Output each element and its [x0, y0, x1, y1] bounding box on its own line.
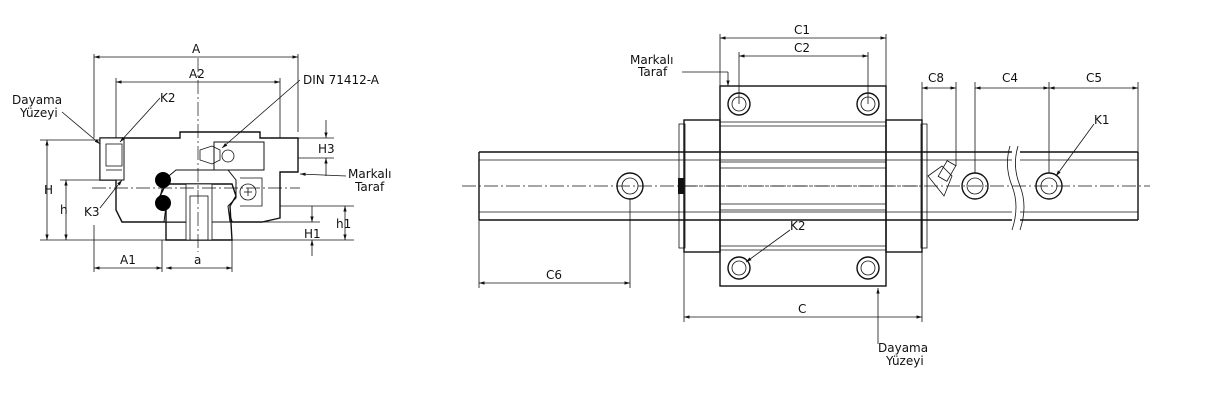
dim-C2-label: C2	[794, 41, 810, 55]
marked-side-line1: Markalı	[630, 53, 673, 67]
dim-C5-label: C5	[1086, 71, 1102, 85]
rail	[478, 145, 1139, 231]
din-standard-label: DIN 71412-A	[303, 73, 380, 87]
carriage-hole	[856, 256, 880, 280]
dim-h1-label: h1	[336, 217, 351, 231]
label-K1: K1	[1094, 113, 1110, 127]
reference-surface-line1: Dayama	[12, 93, 62, 107]
dim-h-label: h	[60, 203, 68, 217]
dim-C4-label: C4	[1002, 71, 1018, 85]
marked-side-line2: Taraf	[637, 65, 668, 79]
dim-A2-label: A2	[189, 67, 205, 81]
plan-view: C1 C2 Markalı Taraf C8 C4 C5 K1 K2	[462, 23, 1150, 368]
dim-C-label: C	[798, 302, 806, 316]
dim-H3-label: H3	[318, 142, 335, 156]
dim-a-label: a	[194, 253, 201, 267]
dim-H-label: H	[44, 183, 53, 197]
dim-C6-label: C6	[546, 268, 562, 282]
ball	[155, 195, 171, 211]
carriage-hole	[727, 256, 751, 280]
grease-nipple	[927, 160, 957, 197]
reference-surface-line2: Yüzeyi	[885, 354, 924, 368]
dim-C8-label: C8	[928, 71, 944, 85]
label-K2: K2	[160, 91, 176, 105]
dim-A-label: A	[192, 42, 201, 56]
label-K3: K3	[84, 205, 100, 219]
dim-H1-label: H1	[304, 227, 321, 241]
marked-side-line1: Markalı	[348, 167, 391, 181]
dim-C1-label: C1	[794, 23, 810, 37]
ball	[155, 172, 171, 188]
reference-surface-line2: Yüzeyi	[19, 106, 58, 120]
reference-surface-line1: Dayama	[878, 341, 928, 355]
section-view: A A2 DIN 71412-A K2 Dayama Yüzeyi K3 H h…	[12, 42, 391, 272]
marked-side-line2: Taraf	[354, 180, 385, 194]
label-K2-plan: K2	[790, 219, 806, 233]
dim-A1-label: A1	[120, 253, 136, 267]
